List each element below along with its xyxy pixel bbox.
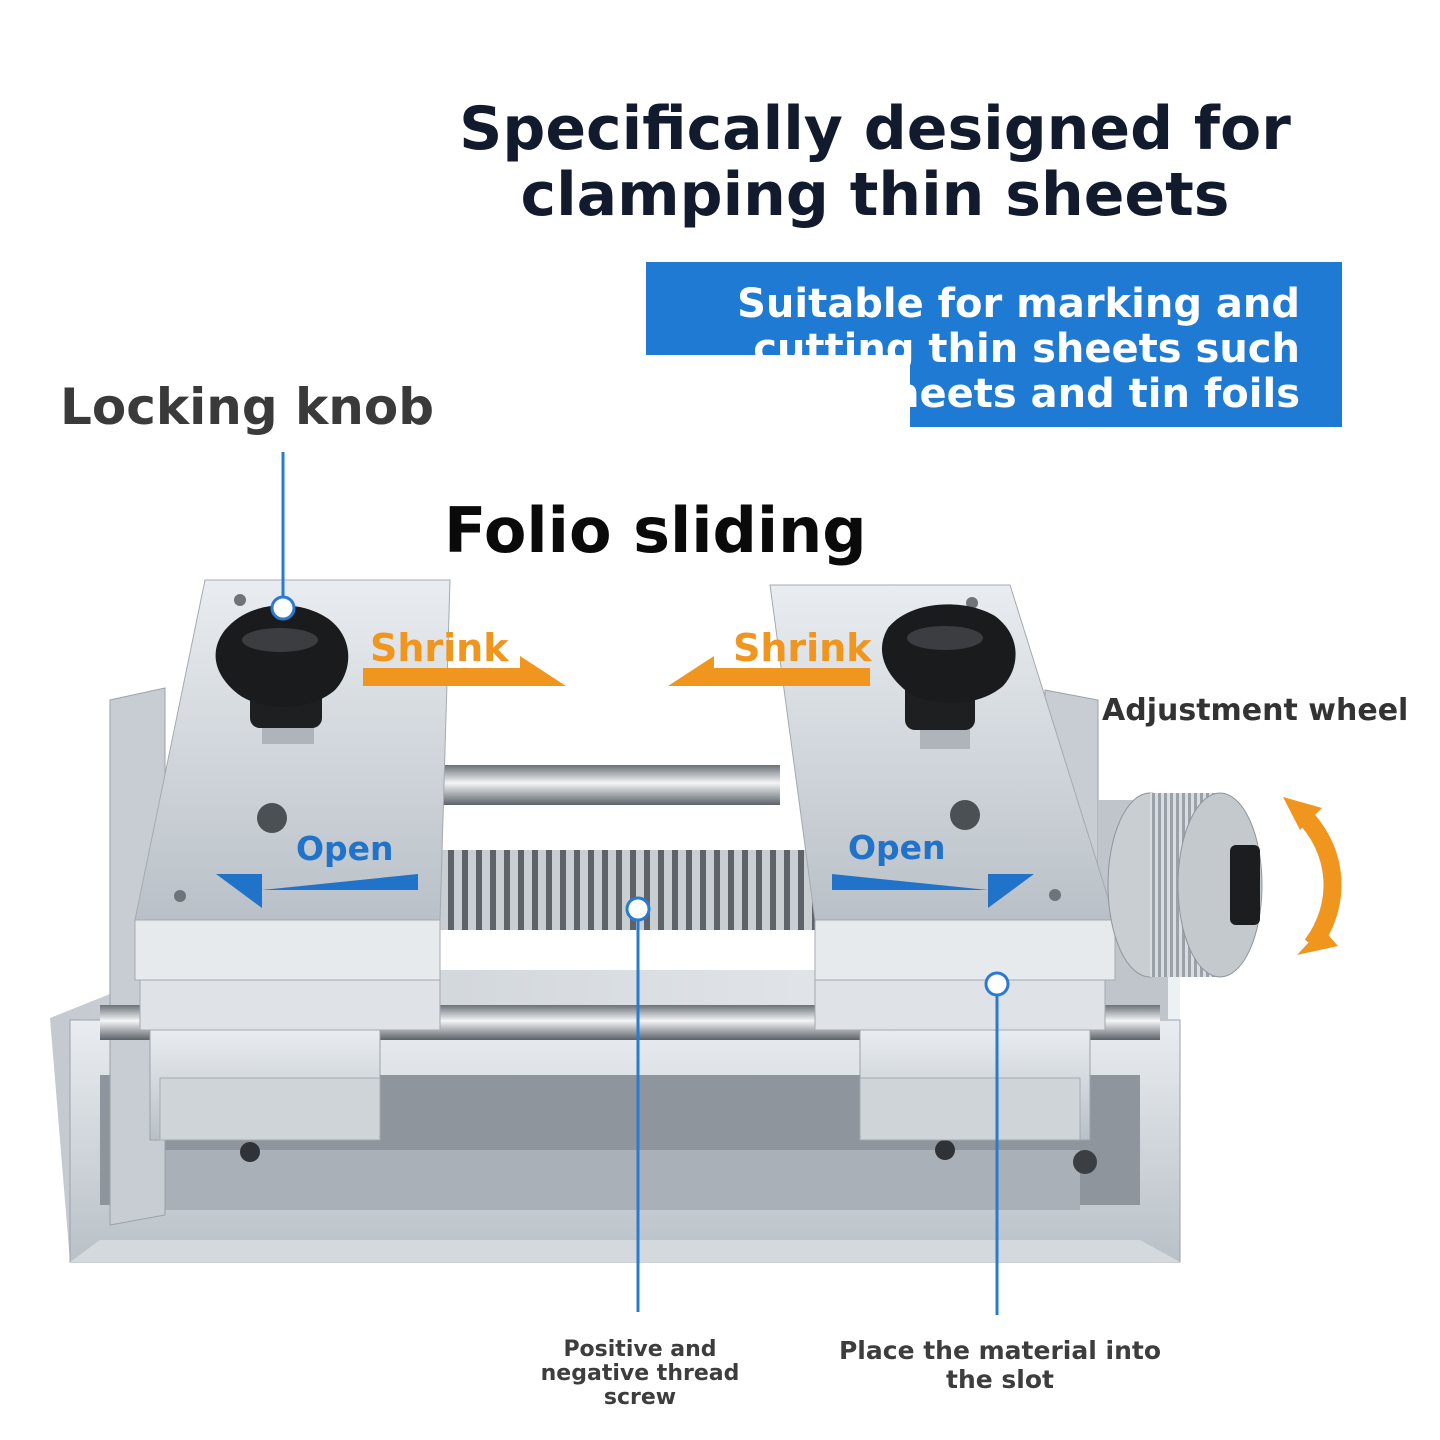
banner-text: Suitable for marking and cutting thin sh… bbox=[737, 281, 1300, 417]
thread-screw bbox=[435, 850, 820, 930]
rotate-arrow-icon bbox=[1293, 805, 1342, 951]
shrink-arrow-right-icon bbox=[363, 656, 566, 686]
folio-sliding-label: Folio sliding bbox=[444, 494, 867, 567]
left-jaw bbox=[134, 579, 451, 1031]
adjustment-wheel-label: Adjustment wheel bbox=[1102, 693, 1409, 728]
left-locking-knob bbox=[215, 605, 349, 744]
thread-screw-label: Positive and negative thread screw bbox=[540, 1337, 740, 1410]
open-arrow-right-icon bbox=[832, 874, 1034, 908]
shrink-label-right: Shrink bbox=[733, 626, 872, 670]
callout-lines bbox=[270, 452, 1010, 1315]
shrink-arrow-left-icon bbox=[668, 656, 870, 686]
banner-bottom bbox=[910, 355, 1342, 427]
banner-top bbox=[646, 262, 1342, 355]
material-slot-label: Place the material into the slot bbox=[838, 1336, 1161, 1394]
right-locking-knob bbox=[881, 604, 1016, 749]
page-title: Specifically designed for clamping thin … bbox=[459, 94, 1291, 230]
open-label-left: Open bbox=[296, 829, 394, 868]
locking-knob-label: Locking knob bbox=[60, 378, 435, 436]
lower-sliders bbox=[149, 1029, 1091, 1141]
adjustment-wheel bbox=[1107, 792, 1263, 978]
shrink-label-left: Shrink bbox=[370, 626, 509, 670]
open-label-right: Open bbox=[848, 828, 946, 867]
open-arrow-left-icon bbox=[216, 874, 418, 908]
